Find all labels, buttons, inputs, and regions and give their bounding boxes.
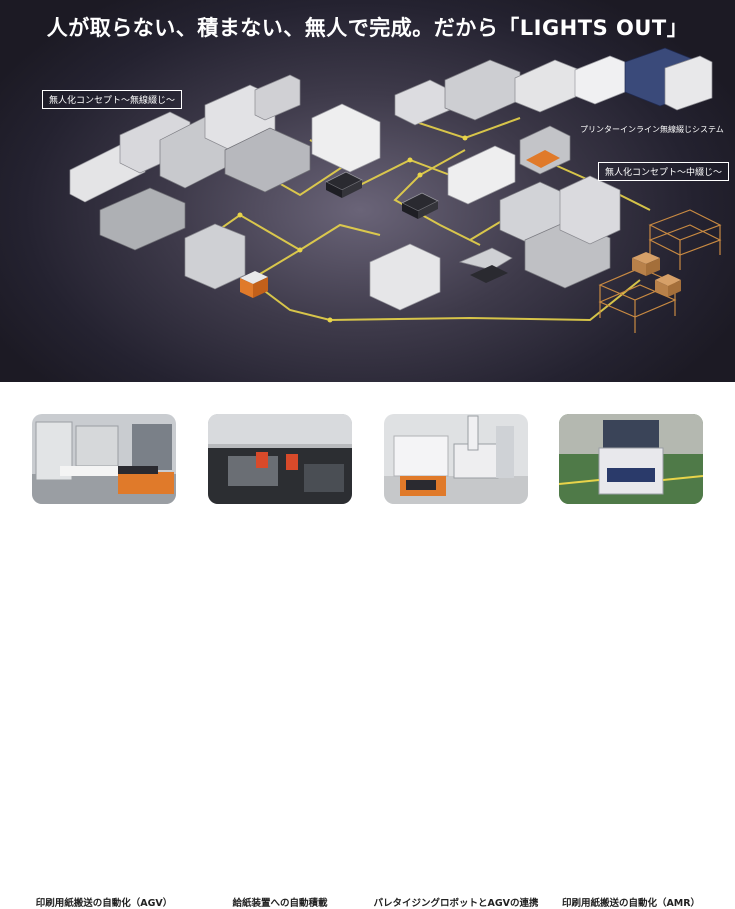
center-machines (369, 125, 621, 311)
label-printer-inline-system: プリンターインライン無線綴じシステム (580, 125, 724, 134)
left-binding-line (69, 74, 381, 290)
thumbnail-amr-paper (559, 414, 703, 504)
caption-feeder-loading: 給紙装置への自動積載 (232, 898, 328, 909)
caption-amr-paper: 印刷用紙搬送の自動化（AMR） (561, 898, 701, 909)
cardboard-boxes (632, 252, 681, 297)
thumbnail-strip: 印刷用紙搬送の自動化（AGV） 給紙装置への自動積載 パレタイジングロボットとA… (0, 382, 735, 909)
label-perfect-binding-concept: 無人化コンセプト〜無線綴じ〜 (42, 90, 183, 109)
hero-illustration: 人が取らない、積まない、無人で完成。だから「LIGHTS OUT」 無人化コンセ… (0, 0, 735, 382)
caption-palletizing-robot: パレタイジングロボットとAGVの連携 (373, 898, 539, 909)
thumbnail-feeder-loading (208, 414, 352, 504)
label-saddle-stitch-concept: 無人化コンセプト〜中綴じ〜 (598, 162, 730, 181)
caption-agv-paper: 印刷用紙搬送の自動化（AGV） (35, 898, 173, 909)
printer-inline-line (394, 47, 713, 126)
thumbnail-palletizing-robot (384, 414, 528, 504)
factory-scene (69, 47, 722, 333)
thumbnail-agv-paper (32, 414, 176, 504)
headline: 人が取らない、積まない、無人で完成。だから「LIGHTS OUT」 (46, 16, 689, 40)
amr-robots (240, 171, 439, 298)
